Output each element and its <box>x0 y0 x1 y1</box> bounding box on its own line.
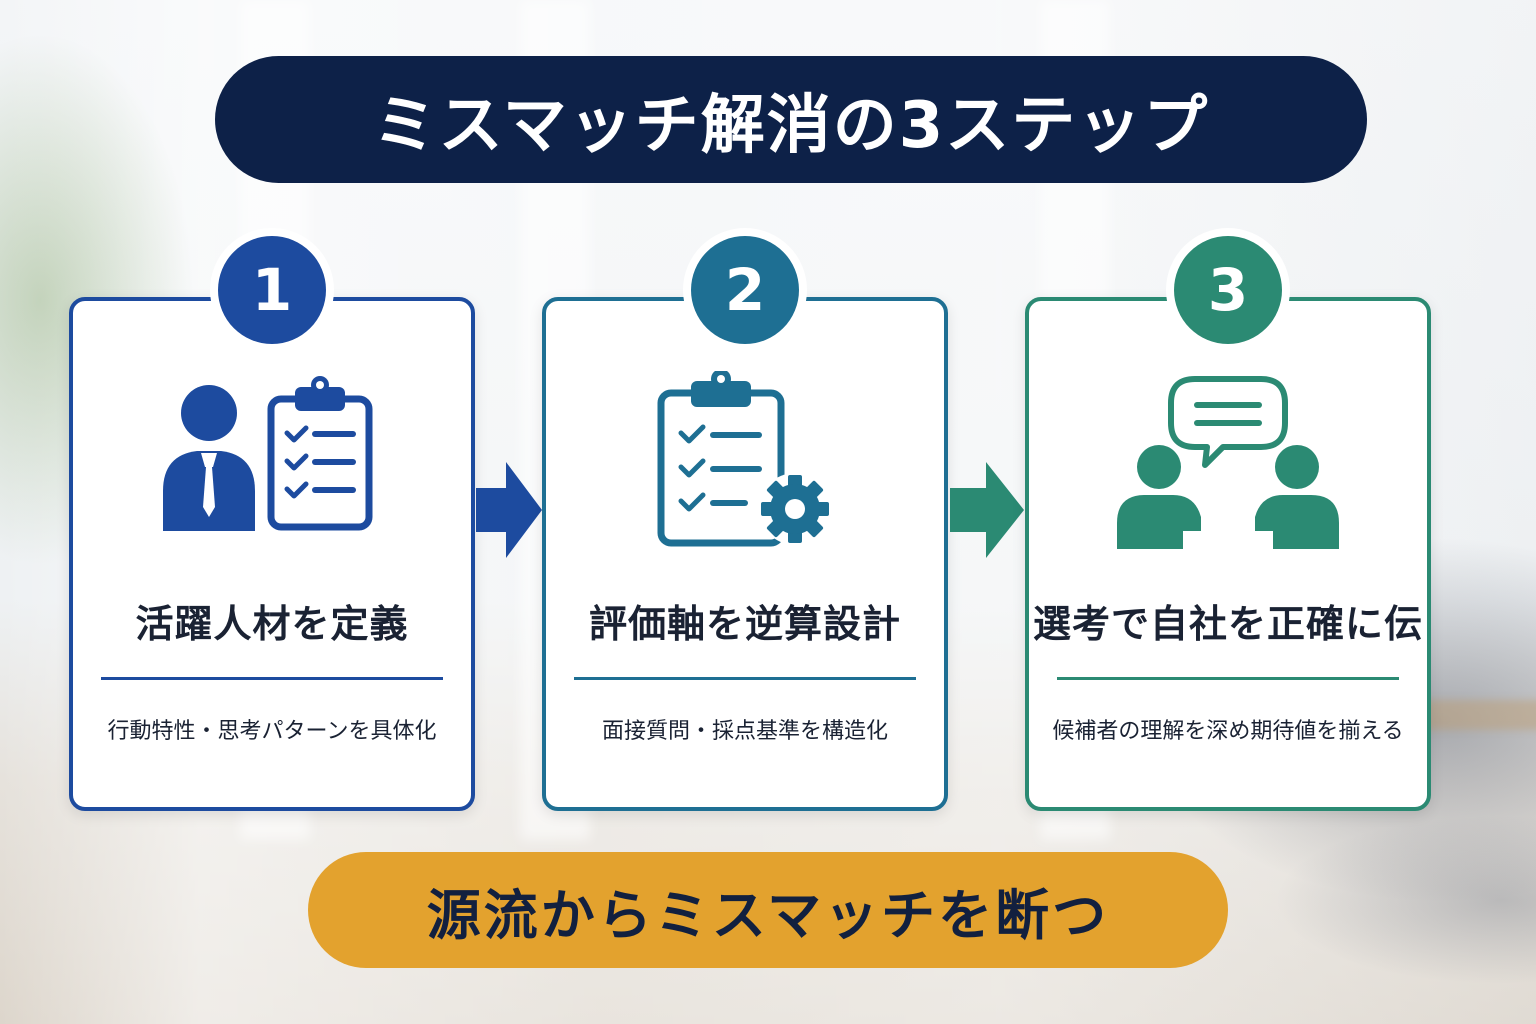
step-number: 2 <box>691 236 799 344</box>
step-number: 1 <box>218 236 326 344</box>
step-badge-3: 3 <box>1166 228 1290 352</box>
step-badge-2: 2 <box>683 228 807 352</box>
checklist-gear-icon <box>546 371 944 571</box>
step-card-2: 評価軸を逆算設計 面接質問・採点基準を構造化 <box>542 297 948 811</box>
step-badge-1: 1 <box>210 228 334 352</box>
arrow-right-icon <box>476 462 542 558</box>
arrow-right-icon <box>950 462 1024 558</box>
person-with-checklist-icon <box>73 371 471 571</box>
conversation-icon <box>1029 371 1427 571</box>
step-description: 面接質問・採点基準を構造化 <box>601 719 888 744</box>
step-description: 候補者の理解を深め期待値を揃える <box>1052 719 1404 744</box>
divider <box>1057 677 1399 680</box>
step-heading: 活躍人材を定義 <box>135 602 409 646</box>
conclusion-banner: 源流からミスマッチを断つ <box>308 852 1228 968</box>
step-description: 行動特性・思考パターンを具体化 <box>107 719 437 744</box>
step-card-1: 活躍人材を定義 行動特性・思考パターンを具体化 <box>69 297 475 811</box>
page-title: ミスマッチ解消の3ステップ <box>215 56 1367 183</box>
step-heading: 選考で自社を正確に伝 <box>1032 602 1423 646</box>
step-number: 3 <box>1174 236 1282 344</box>
divider <box>101 677 443 680</box>
divider <box>574 677 916 680</box>
step-heading: 評価軸を逆算設計 <box>588 602 901 646</box>
step-card-3: 選考で自社を正確に伝 候補者の理解を深め期待値を揃える <box>1025 297 1431 811</box>
